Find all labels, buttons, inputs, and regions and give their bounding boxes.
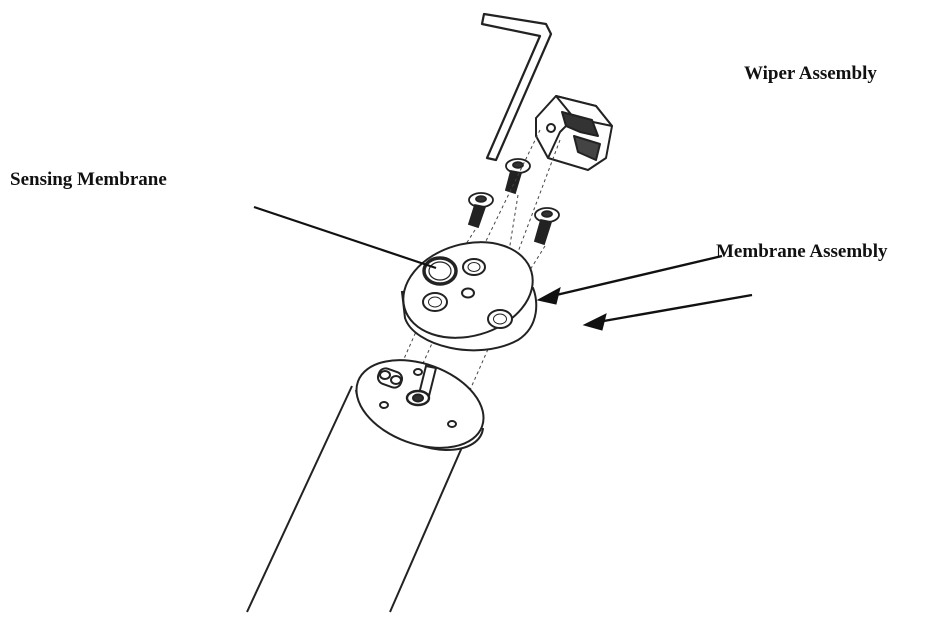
screw-left	[467, 192, 494, 229]
screw-right	[533, 207, 560, 246]
wiper-block	[535, 95, 613, 171]
wiper-assembly-label: Wiper Assembly	[744, 63, 877, 84]
sensing-membrane-label: Sensing Membrane	[10, 169, 167, 190]
membrane-assembly-arrows	[536, 254, 753, 331]
membrane-disc	[400, 241, 538, 352]
sensing-membrane-leader	[253, 205, 437, 270]
probe-body	[246, 359, 485, 613]
membrane-assembly-label: Membrane Assembly	[716, 241, 888, 262]
hex-key	[480, 12, 553, 162]
